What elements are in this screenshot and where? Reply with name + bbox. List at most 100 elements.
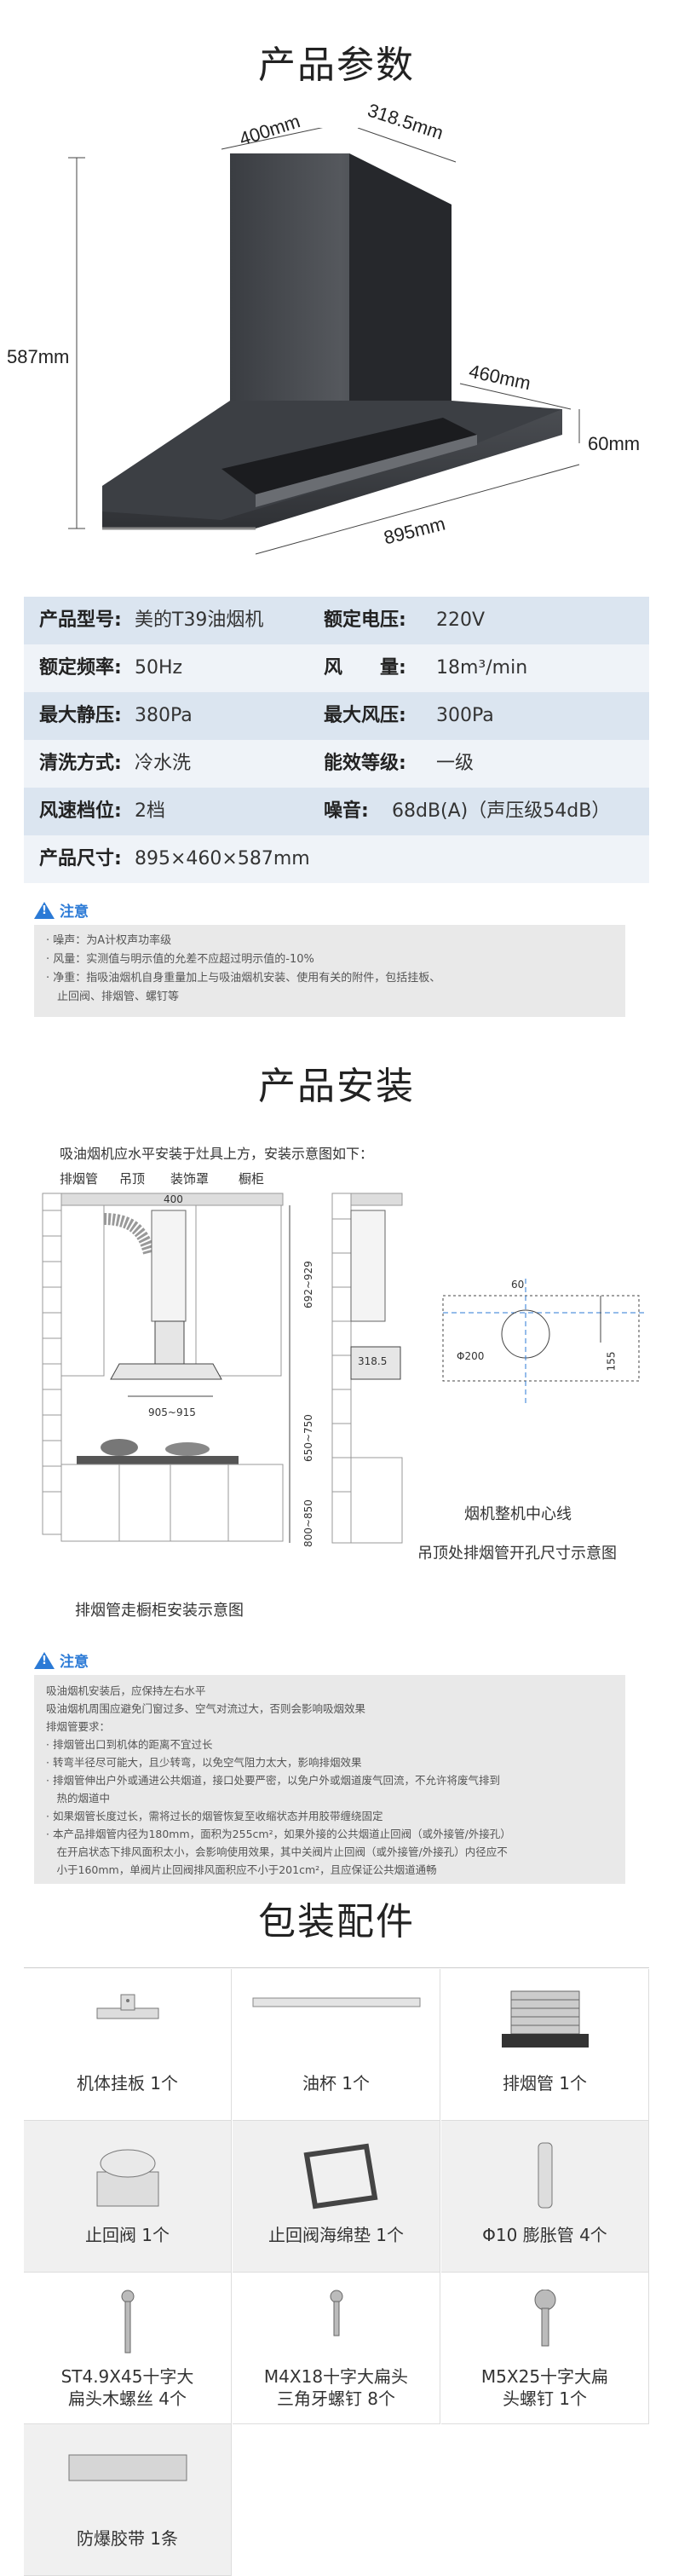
label-ceiling: 吊顶 [119,1171,146,1187]
section-title-params: 产品参数 [258,43,415,87]
notice-line: · 排烟管出口到机体的距离不宜过长 [46,1738,213,1751]
notice-line: 在开启状态下排风面积太小，会影响使用效果，其中关阀片止回阀（或外接管/外接孔）内… [46,1845,508,1858]
dim-905-915: 905~915 [148,1406,196,1418]
accessory-label: 止回阀 1个 [84,2225,170,2245]
accessory-item: ST4.9X45十字大 扁头木螺丝 4个 [24,2273,232,2424]
accessory-label: M5X25十字大扁 头螺钉 1个 [480,2366,609,2409]
accessory-item: 排烟管 1个 [441,1969,649,2121]
spec-value: 895×460×587mm [135,848,310,869]
spec-key: 能效等级: [324,753,406,774]
notice-line: 止回阀、排烟管、螺钉等 [46,991,180,1003]
bolt-icon [534,2290,555,2347]
accessory-label: ST4.9X45十字大 扁头木螺丝 4个 [60,2366,194,2409]
accessory-label: Φ10 膨胀管 4个 [482,2225,607,2245]
caption-ceiling-hole: 吊顶处排烟管开孔尺寸示意图 [417,1545,617,1562]
accessory-item: 止回阀 1个 [24,2121,232,2273]
notice-line: 热的烟道中 [46,1792,111,1805]
spec-key: 清洗方式: [39,753,122,774]
dim-400: 400 [164,1193,183,1205]
section-title-install: 产品安装 [258,1065,415,1108]
spec-value: 68dB(A)（声压级54dB） [392,800,611,822]
spec-value: 美的T39油烟机 [135,609,264,631]
check-valve-icon [96,2149,158,2207]
notice-line: 排烟管要求： [46,1720,111,1733]
spec-row: 产品尺寸: 895×460×587mm [24,835,649,883]
spec-row: 风速档位: 2档 噪音: 68dB(A)（声压级54dB） [24,788,649,835]
spec-value: 380Pa [135,705,193,726]
accessory-item: M4X18十字大扁头 三角牙螺钉 8个 [233,2273,440,2424]
notice-line: · 噪声：为A计权声功率级 [46,934,172,947]
expansion-tube-icon [538,2142,552,2209]
install-intro: 吸油烟机应水平安装于灶具上方，安装示意图如下： [60,1146,374,1162]
wood-screw-icon [121,2290,134,2354]
dim-650-750: 650~750 [302,1414,314,1462]
accessory-item: M5X25十字大扁 头螺钉 1个 [441,2273,649,2424]
notice-line: · 风量：实测值与明示值的允差不应超过明示值的-10% [46,953,314,966]
spec-row: 产品型号: 美的T39油烟机 额定电压: 220V [24,597,649,644]
spec-key: 噪音: [324,800,369,822]
notice-heading: 注意 [34,1649,89,1671]
spec-key: 额定电压: [324,609,406,631]
dim-200: Φ200 [457,1350,485,1362]
spec-value: 2档 [135,800,165,822]
spec-key: 产品型号: [39,609,122,631]
spec-row: 额定频率: 50Hz 风 量: 18m³/min [24,644,649,692]
oil-cup-icon [252,1997,420,2007]
spec-value: 300Pa [436,705,494,726]
notice-box: 吸油烟机安装后，应保持左右水平 吸油烟机周围应避免门窗过多、空气对流过大，否则会… [34,1675,625,1884]
accessory-item: 机体挂板 1个 [24,1969,232,2121]
caption-center-line: 烟机整机中心线 [464,1505,572,1523]
dim-155: 155 [605,1351,618,1372]
range-hood-illustration [68,128,580,555]
notice-line: · 转弯半径尽可能大，且少转弯，以免空气阻力太大，影响排烟效果 [46,1756,362,1769]
notice-box: · 噪声：为A计权声功率级 · 风量：实测值与明示值的允差不应超过明示值的-10… [34,925,625,1017]
label-cabinet: 橱柜 [239,1171,265,1187]
section-title-package: 包装配件 [258,1900,415,1944]
dim-318-5: 318.5 [358,1355,388,1367]
dim-height: 587mm [7,346,70,367]
dim-692-929: 692~929 [302,1261,314,1308]
spec-key: 风速档位: [39,800,122,822]
installation-diagram [42,1193,647,1544]
notice-line: · 本产品排烟管内径为180mm，面积为255cm²，如果外接的公共烟道止回阀（… [46,1828,511,1840]
label-cover: 装饰罩 [170,1171,210,1187]
spec-row: 清洗方式: 冷水洗 能效等级: 一级 [24,740,649,788]
exhaust-pipe-icon [501,1990,589,2048]
spec-value: 一级 [436,753,475,774]
spec-value: 220V [436,609,486,631]
spec-row: 最大静压: 380Pa 最大风压: 300Pa [24,692,649,740]
spec-key: 风 量: [324,657,406,679]
tape-icon [68,2454,187,2481]
warning-icon [34,1652,55,1669]
accessory-item: 防爆胶带 1条 [24,2424,232,2576]
sponge-pad-icon [303,2143,377,2209]
wall-plate-icon [96,1994,158,2019]
spec-key: 最大风压: [324,705,406,726]
caption-cabinet-install: 排烟管走橱柜安装示意图 [75,1602,244,1620]
accessory-item: 油杯 1个 [233,1969,440,2121]
notice-line: 吸油烟机安装后，应保持左右水平 [46,1684,206,1697]
accessory-label: 油杯 1个 [302,2073,371,2094]
spec-value: 50Hz [135,657,183,679]
spec-value: 18m³/min [436,657,528,679]
notice-line: · 净重：指吸油烟机自身重量加上与吸油烟机安装、使用有关的附件，包括挂板、 [46,972,441,985]
accessory-label: 排烟管 1个 [502,2073,588,2094]
dim-front-height: 60mm [588,433,641,454]
accessory-label: M4X18十字大扁头 三角牙螺钉 8个 [263,2366,409,2409]
accessory-label: 止回阀海绵垫 1个 [267,2225,405,2245]
notice-line: · 如果烟管长度过长，需将过长的烟管恢复至收缩状态并用胶带缠绕固定 [46,1810,383,1822]
spec-value: 冷水洗 [135,753,192,774]
spec-key: 最大静压: [39,705,122,726]
spec-key: 额定频率: [39,657,122,679]
accessory-item: Φ10 膨胀管 4个 [441,2121,649,2273]
notice-line: · 排烟管伸出户外或通进公共烟道，接口处要严密，以免户外或烟道废气回流，不允许将… [46,1774,500,1787]
dim-800-850: 800~850 [302,1499,314,1547]
accessory-label: 机体挂板 1个 [76,2073,179,2094]
dim-60: 60 [511,1279,525,1291]
notice-line: 小于160mm，单阀片止回阀排风面积应不小于201cm²，且应保证公共烟道通畅 [46,1863,437,1876]
notice-heading: 注意 [34,899,89,921]
accessory-item: 止回阀海绵垫 1个 [233,2121,440,2273]
spec-key: 产品尺寸: [39,848,122,869]
triangle-screw-icon [330,2290,342,2336]
label-exhaust-pipe: 排烟管 [60,1171,99,1187]
